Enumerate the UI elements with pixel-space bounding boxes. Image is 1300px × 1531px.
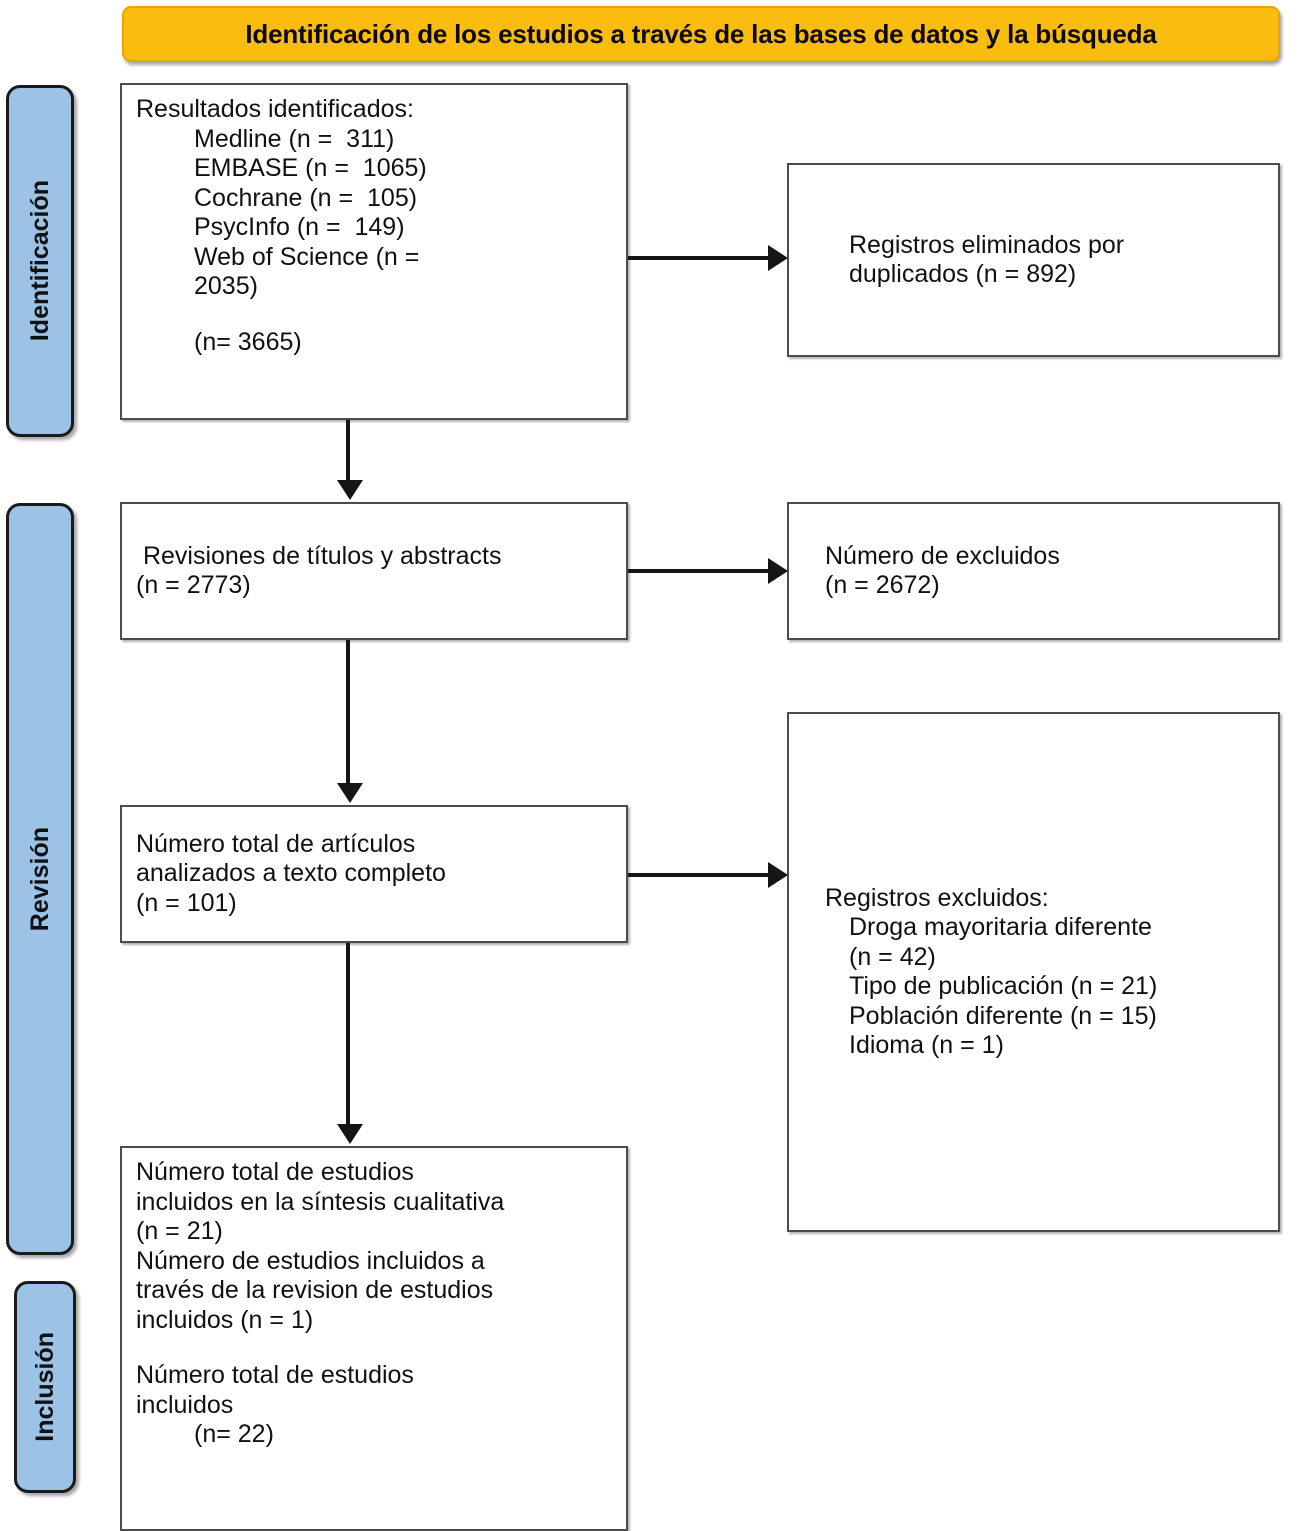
identificados-source-webofscience-cont: 2035) <box>194 272 258 300</box>
connector-titulos-to-excluidos <box>628 569 770 573</box>
excluidos-numero-line-2: (n = 2672) <box>825 571 940 599</box>
registros-excluidos-heading: Registros excluidos: <box>825 883 1049 912</box>
stage-tab-identificacion: Identificación <box>6 85 74 437</box>
registros-excluidos-reason-idioma: Idioma (n = 1) <box>849 1031 1004 1059</box>
registros-excluidos-reason-poblacion: Población diferente (n = 15) <box>849 1001 1157 1030</box>
incluidos-line-5: través de la revision de estudios <box>136 1276 494 1304</box>
box-registros-duplicados: Registros eliminados por duplicados (n =… <box>787 163 1280 357</box>
texto-completo-line-3: (n = 101) <box>136 888 237 917</box>
texto-completo-line-2: analizados a texto completo <box>136 859 446 888</box>
diagram-title: Identificación de los estudios a través … <box>245 18 1157 49</box>
incluidos-line-3: (n = 21) <box>136 1217 223 1245</box>
incluidos-line-1: Número total de estudios <box>136 1158 414 1186</box>
box-resultados-identificados: Resultados identificados: Medline (n = 3… <box>120 83 628 420</box>
arrowhead-right-to-excluidos <box>768 558 788 584</box>
titulos-line-2: (n = 2773) <box>136 571 251 599</box>
registros-excluidos-reason-droga-n: (n = 42) <box>849 942 936 971</box>
stage-tab-label-revision: Revisión <box>25 826 54 932</box>
stage-tab-label-identificacion: Identificación <box>25 180 54 342</box>
incluidos-line-8: incluidos <box>136 1390 234 1419</box>
stage-tab-inclusion: Inclusión <box>14 1281 76 1493</box>
duplicados-line-2: duplicados (n = 892) <box>849 260 1077 288</box>
arrowhead-right-to-registros-excluidos <box>768 862 788 888</box>
diagram-header-banner: Identificación de los estudios a través … <box>122 6 1280 62</box>
identificados-spacer <box>136 302 612 328</box>
box-estudios-incluidos: Número total de estudios incluidos en la… <box>120 1146 628 1531</box>
identificados-source-embase: EMBASE (n = 1065) <box>194 154 427 182</box>
arrowhead-down-to-titulos <box>337 480 363 500</box>
connector-identificados-to-duplicados <box>628 256 770 260</box>
connector-titulos-to-texto-completo <box>346 640 350 785</box>
identificados-source-medline: Medline (n = 311) <box>194 124 395 153</box>
identificados-source-webofscience: Web of Science (n = <box>194 242 420 271</box>
registros-excluidos-reason-tipo-publicacion: Tipo de publicación (n = 21) <box>849 972 1158 1000</box>
connector-texto-completo-to-incluidos <box>346 943 350 1126</box>
stage-tab-revision: Revisión <box>6 503 74 1255</box>
incluidos-line-9: (n= 22) <box>194 1420 274 1448</box>
identificados-source-cochrane: Cochrane (n = 105) <box>194 183 418 212</box>
arrowhead-down-to-texto-completo <box>337 783 363 803</box>
identificados-heading: Resultados identificados: <box>136 95 414 123</box>
arrowhead-down-to-incluidos <box>337 1124 363 1144</box>
titulos-line-1: Revisiones de títulos y abstracts <box>136 541 502 570</box>
excluidos-numero-line-1: Número de excluidos <box>825 541 1060 570</box>
box-numero-excluidos: Número de excluidos (n = 2672) <box>787 502 1280 640</box>
connector-identificados-to-titulos <box>346 420 350 484</box>
texto-completo-line-1: Número total de artículos <box>136 829 416 858</box>
incluidos-line-7: Número total de estudios <box>136 1361 414 1389</box>
box-revisiones-titulos-abstracts: Revisiones de títulos y abstracts (n = 2… <box>120 502 628 640</box>
stage-tab-label-inclusion: Inclusión <box>30 1332 59 1442</box>
duplicados-line-1: Registros eliminados por <box>849 230 1125 259</box>
connector-texto-completo-to-registros-excluidos <box>628 873 770 877</box>
registros-excluidos-reason-droga: Droga mayoritaria diferente <box>849 913 1152 941</box>
incluidos-spacer <box>136 1335 612 1361</box>
box-articulos-texto-completo: Número total de artículos analizados a t… <box>120 805 628 943</box>
box-registros-excluidos: Registros excluidos: Droga mayoritaria d… <box>787 712 1280 1232</box>
incluidos-line-6: incluidos (n = 1) <box>136 1305 314 1334</box>
identificados-total: (n= 3665) <box>194 327 302 356</box>
incluidos-line-2: incluidos en la síntesis cualitativa <box>136 1187 505 1216</box>
incluidos-line-4: Número de estudios incluidos a <box>136 1246 485 1275</box>
arrowhead-right-to-duplicados <box>768 245 788 271</box>
identificados-source-psycinfo: PsycInfo (n = 149) <box>194 213 405 241</box>
